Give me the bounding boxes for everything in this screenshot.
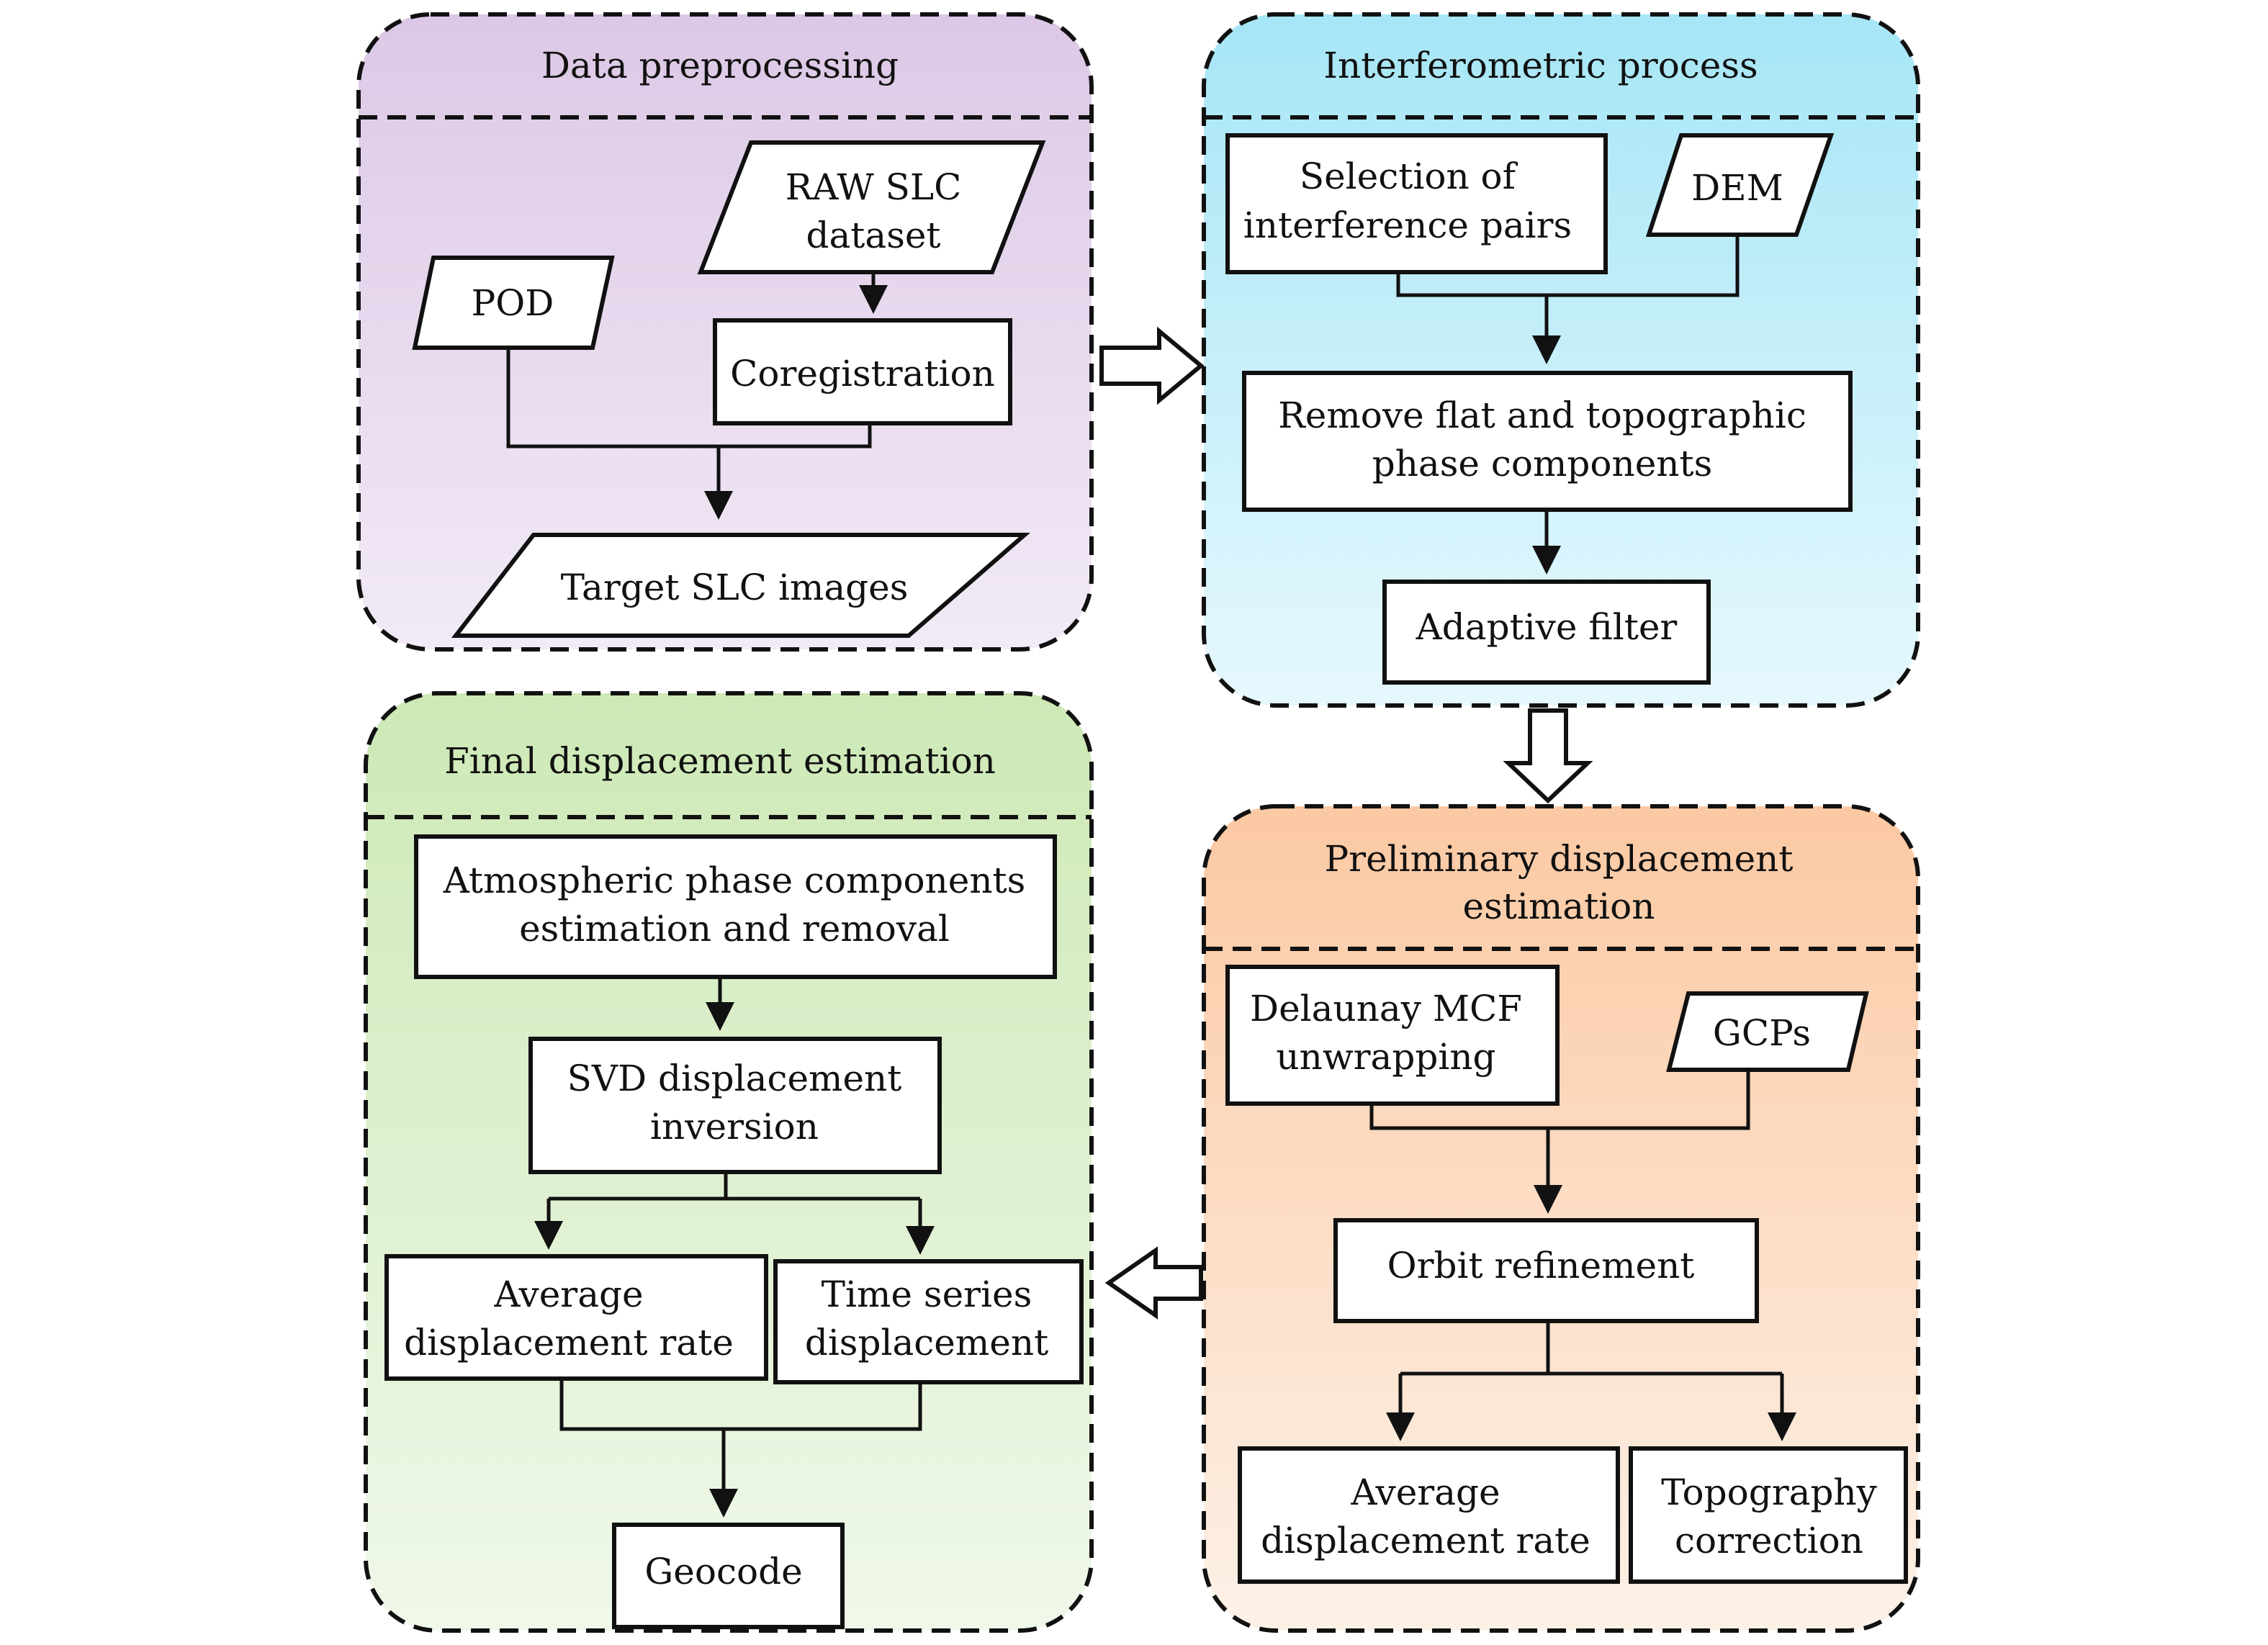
svd-inversion-node: SVD displacement inversion	[528, 1037, 942, 1174]
arrow-preprocessing-to-interferometric	[1099, 326, 1205, 405]
pod-shape	[412, 256, 615, 350]
raw-slc-label-line1: RAW SLC	[786, 166, 962, 208]
raw-slc-dataset-node: RAW SLC dataset	[697, 140, 1046, 274]
delaunay-mcf-box	[1225, 965, 1560, 1106]
prelim-avg-rate-line2: displacement rate	[1261, 1520, 1590, 1561]
selection-pairs-line1: Selection of	[1300, 156, 1518, 197]
time-series-line2: displacement	[805, 1322, 1048, 1364]
final-avg-rate-line1: Average	[493, 1274, 643, 1315]
panel-preliminary-displacement: Preliminary displacement estimation Dela…	[1202, 804, 1920, 1633]
raw-slc-label-line2: dataset	[806, 215, 940, 256]
prelim-avg-rate-line1: Average	[1350, 1472, 1500, 1513]
adaptive-filter-node: Adaptive filter	[1382, 580, 1711, 685]
time-series-node: Time series displacement	[773, 1259, 1084, 1384]
panel-title: Interferometric process	[1323, 45, 1758, 86]
final-avg-rate-line2: displacement rate	[404, 1322, 734, 1364]
atmospheric-phase-line1: Atmospheric phase components	[443, 860, 1026, 901]
time-series-line1: Time series	[822, 1274, 1032, 1315]
adaptive-filter-label: Adaptive filter	[1416, 606, 1678, 648]
time-series-box	[773, 1259, 1084, 1384]
pod-label: POD	[472, 282, 554, 324]
gcps-label: GCPs	[1713, 1012, 1811, 1054]
panel-title: Data preprocessing	[541, 45, 899, 86]
delaunay-mcf-line2: unwrapping	[1276, 1036, 1495, 1078]
prelim-avg-rate-node: Average displacement rate	[1238, 1446, 1620, 1584]
panel-final-displacement: Final displacement estimation Atmospheri…	[364, 691, 1094, 1633]
arrow-interferometric-to-preliminary	[1503, 708, 1593, 804]
atmospheric-phase-node: Atmospheric phase components estimation …	[414, 834, 1057, 979]
final-avg-rate-node: Average displacement rate	[384, 1254, 768, 1381]
remove-phase-node: Remove flat and topographic phase compon…	[1242, 371, 1853, 512]
panel-title-line1: Preliminary displacement	[1325, 838, 1794, 880]
coregistration-box	[713, 318, 1012, 425]
orbit-refinement-box	[1333, 1218, 1759, 1323]
svd-inversion-line1: SVD displacement	[567, 1058, 902, 1099]
atmospheric-phase-line2: estimation and removal	[519, 908, 950, 950]
panel-data-preprocessing: Data preprocessing RAW SLC dataset POD C…	[356, 12, 1094, 652]
svd-inversion-box	[528, 1037, 942, 1174]
geocode-box	[612, 1523, 845, 1629]
svd-inversion-line2: inversion	[650, 1106, 819, 1148]
prelim-avg-rate-box	[1238, 1446, 1620, 1584]
atmospheric-phase-box	[414, 834, 1057, 979]
orbit-refinement-node: Orbit refinement	[1333, 1218, 1759, 1323]
dem-label: DEM	[1691, 167, 1783, 209]
orbit-refinement-label: Orbit refinement	[1387, 1245, 1695, 1286]
delaunay-mcf-node: Delaunay MCF unwrapping	[1225, 965, 1560, 1106]
topography-correction-line2: correction	[1675, 1520, 1863, 1561]
selection-pairs-line2: interference pairs	[1243, 204, 1572, 246]
topography-correction-box	[1629, 1446, 1908, 1584]
coregistration-label: Coregistration	[730, 353, 995, 395]
remove-phase-line2: phase components	[1372, 443, 1713, 485]
panel-interferometric-process: Interferometric process Selection of int…	[1202, 12, 1920, 708]
selection-pairs-node: Selection of interference pairs	[1225, 133, 1608, 274]
connector-delaunay-gcps	[1369, 1070, 1750, 1130]
topography-correction-line1: Topography	[1661, 1472, 1878, 1513]
dem-shape	[1645, 133, 1835, 237]
adaptive-filter-box	[1382, 580, 1711, 685]
geocode-node: Geocode	[612, 1523, 845, 1629]
dem-node: DEM	[1645, 133, 1835, 237]
gcps-shape	[1666, 991, 1869, 1072]
arrow-preliminary-to-final	[1104, 1246, 1203, 1320]
connector-selection-dem	[1396, 235, 1740, 297]
selection-pairs-box	[1225, 133, 1608, 274]
gcps-node: GCPs	[1666, 991, 1869, 1072]
delaunay-mcf-line1: Delaunay MCF	[1250, 988, 1522, 1029]
connector-results-merge	[559, 1379, 922, 1431]
topography-correction-node: Topography correction	[1629, 1446, 1908, 1584]
final-avg-rate-box	[384, 1254, 768, 1381]
target-slc-images-node: Target SLC images	[451, 533, 1031, 638]
connector-pod-coreg	[506, 348, 872, 449]
remove-phase-box	[1242, 371, 1853, 512]
raw-slc-shape	[697, 140, 1046, 274]
panel-title-line2: estimation	[1463, 885, 1655, 927]
pod-node: POD	[412, 256, 615, 350]
panel-title: Final displacement estimation	[444, 740, 996, 782]
geocode-label: Geocode	[644, 1551, 802, 1592]
coregistration-node: Coregistration	[713, 318, 1012, 425]
target-slc-shape	[451, 533, 1031, 638]
remove-phase-line1: Remove flat and topographic	[1278, 395, 1806, 436]
target-slc-label: Target SLC images	[561, 567, 909, 608]
